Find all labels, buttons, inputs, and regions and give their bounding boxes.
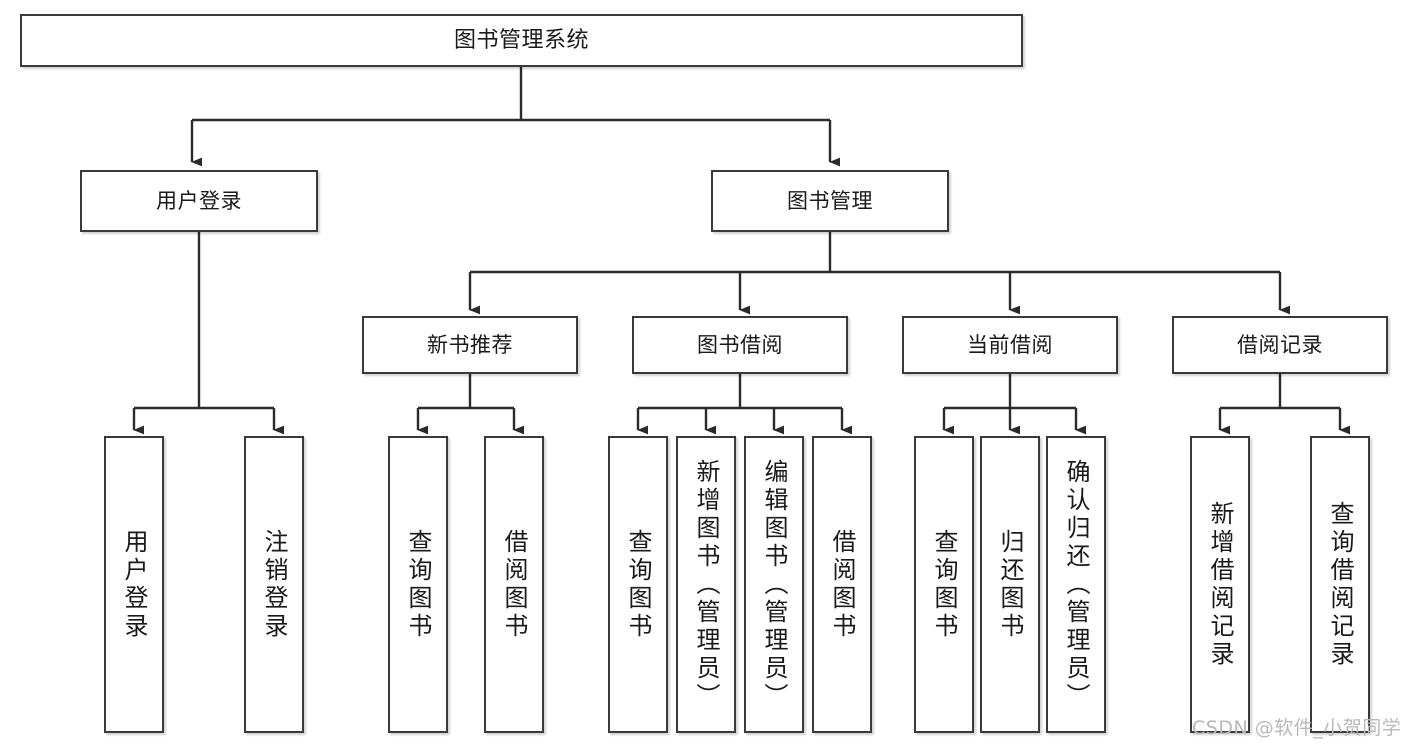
node-label: 当前借阅 [967, 332, 1053, 357]
csdn-watermark: CSDN @软件_小贺同学 [1192, 717, 1402, 739]
leaf-query-book-borrow[interactable]: 查询图书 [608, 436, 668, 733]
node-label: 图书管理系统 [453, 27, 589, 53]
node-label: 图书借阅 [697, 332, 783, 357]
leaf-borrow-book-recommend[interactable]: 借阅图书 [484, 436, 544, 733]
leaf-user-login[interactable]: 用户登录 [104, 436, 164, 733]
node-label: 归还图书 [996, 528, 1024, 641]
node-book-borrow[interactable]: 图书借阅 [632, 316, 848, 374]
node-user-login[interactable]: 用户登录 [80, 170, 318, 232]
node-book-manage[interactable]: 图书管理 [711, 170, 949, 232]
node-label: 新增借阅记录 [1206, 500, 1234, 669]
leaf-confirm-return-admin[interactable]: 确认归还（管理员） [1046, 436, 1106, 733]
node-label: 确认归还（管理员） [1062, 458, 1090, 711]
leaf-add-borrow-record[interactable]: 新增借阅记录 [1190, 436, 1250, 733]
node-label: 查询借阅记录 [1326, 500, 1354, 669]
leaf-borrow-book-borrow[interactable]: 借阅图书 [812, 436, 872, 733]
node-label: 借阅记录 [1237, 332, 1323, 357]
node-label: 编辑图书（管理员） [760, 458, 788, 711]
node-label: 用户登录 [120, 528, 148, 641]
node-label: 借阅图书 [500, 528, 528, 641]
leaf-edit-book-admin[interactable]: 编辑图书（管理员） [744, 436, 804, 733]
node-new-book-recommend[interactable]: 新书推荐 [362, 316, 578, 374]
node-label: 图书管理 [787, 188, 873, 213]
node-label: 注销登录 [260, 528, 288, 641]
node-root-book-management-system[interactable]: 图书管理系统 [20, 14, 1023, 67]
node-label: 用户登录 [156, 188, 242, 213]
leaf-add-book-admin[interactable]: 新增图书（管理员） [676, 436, 736, 733]
leaf-query-book-current[interactable]: 查询图书 [914, 436, 974, 733]
leaf-logout-login[interactable]: 注销登录 [244, 436, 304, 733]
node-label: 查询图书 [930, 528, 958, 641]
node-current-borrow[interactable]: 当前借阅 [902, 316, 1118, 374]
leaf-return-book[interactable]: 归还图书 [980, 436, 1040, 733]
node-label: 新增图书（管理员） [692, 458, 720, 711]
node-label: 查询图书 [404, 528, 432, 641]
node-borrow-record[interactable]: 借阅记录 [1172, 316, 1388, 374]
node-label: 查询图书 [624, 528, 652, 641]
leaf-query-book-recommend[interactable]: 查询图书 [388, 436, 448, 733]
node-label: 新书推荐 [427, 332, 513, 357]
node-label: 借阅图书 [828, 528, 856, 641]
leaf-query-borrow-record[interactable]: 查询借阅记录 [1310, 436, 1370, 733]
